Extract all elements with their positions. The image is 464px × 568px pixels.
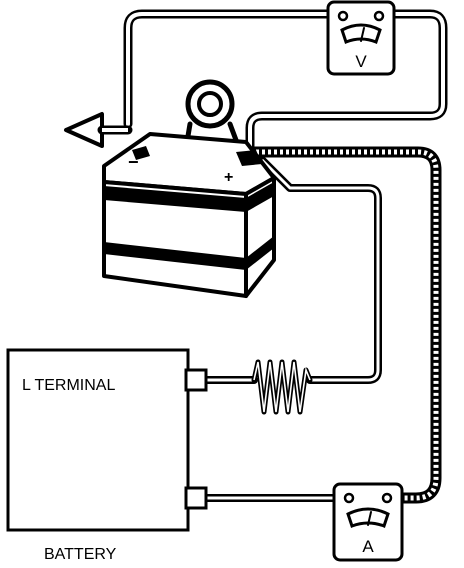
- battery-box: [6, 348, 208, 532]
- ammeter-lead: [244, 146, 442, 504]
- voltmeter-lead: [123, 9, 448, 155]
- battery-illustration: [102, 132, 276, 298]
- resistor-icon: [251, 359, 313, 415]
- battery-box-label: BATTERY: [44, 546, 117, 563]
- inductive-clamp-icon: [185, 79, 239, 143]
- ammeter-label: A: [362, 537, 374, 556]
- battery-negative-label: −: [128, 152, 139, 172]
- ammeter-icon: [332, 482, 404, 562]
- voltmeter-icon: [326, 0, 396, 76]
- resistor-lead: [202, 156, 382, 384]
- voltmeter-label: V: [355, 52, 367, 71]
- l-terminal-label: L TERMINAL: [22, 377, 115, 394]
- battery-positive-label: +: [224, 169, 233, 186]
- ground-arrow-icon: [64, 112, 133, 148]
